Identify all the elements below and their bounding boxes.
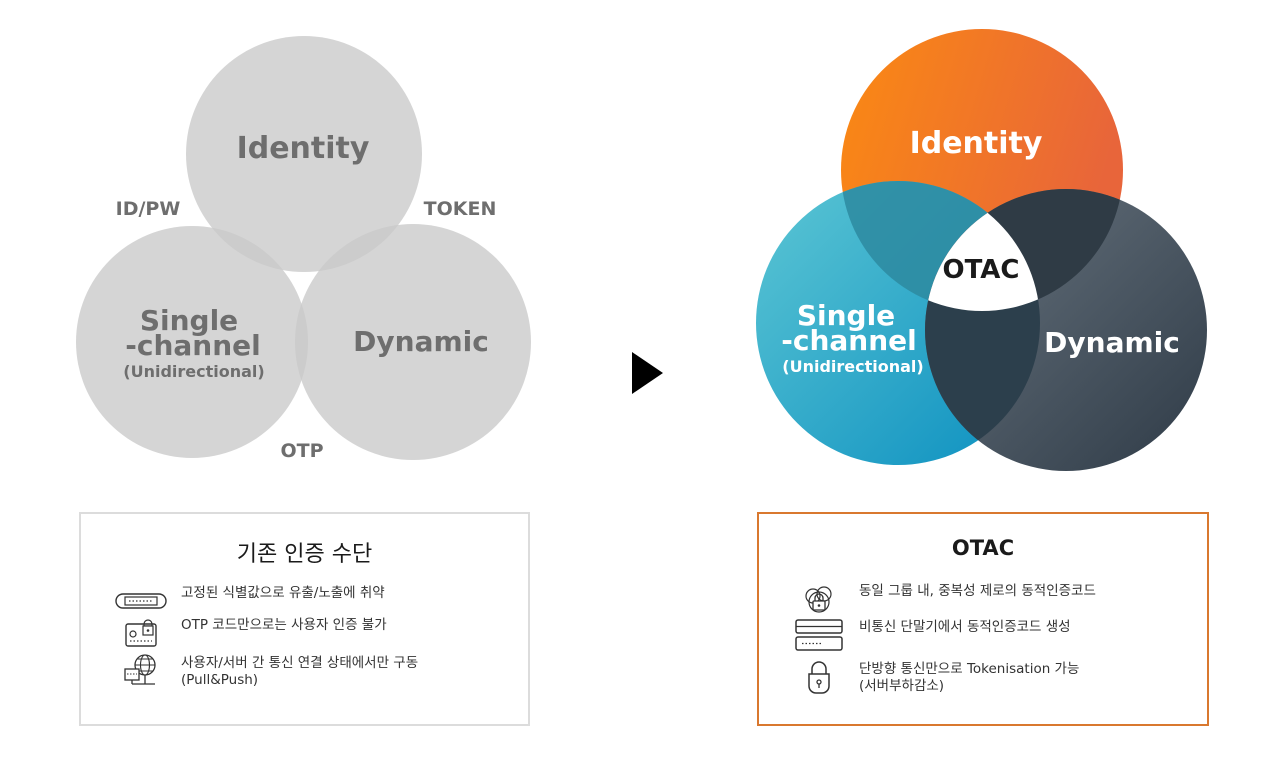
legacy-item-3-line1: 사용자/서버 간 통신 연결 상태에서만 구동 xyxy=(181,655,419,671)
legacy-single-label-line1: Single xyxy=(140,304,238,337)
right-arrow-icon xyxy=(632,352,663,394)
otac-item-1: 동일 그룹 내, 중복성 제로의 동적인증코드 xyxy=(791,582,1096,616)
otac-item-3: 단방향 통신만으로 Tokenisation 가능 (서버부하감소) xyxy=(791,660,1079,695)
legacy-item-3: 사용자/서버 간 통신 연결 상태에서만 구동 (Pull&Push) xyxy=(113,654,418,689)
legacy-item-2: OTP 코드만으로는 사용자 인증 불가 xyxy=(113,616,387,650)
legacy-identity-circle xyxy=(186,36,422,272)
usb-token-icon xyxy=(113,584,169,618)
legacy-identity-label: Identity xyxy=(237,131,370,166)
otac-single-label-line1: Single xyxy=(797,299,895,332)
padlock-icon xyxy=(791,660,847,694)
legacy-single-channel-circle xyxy=(76,226,308,458)
otac-box-title: OTAC xyxy=(951,536,1015,560)
legacy-idpw-label: ID/PW xyxy=(116,198,181,220)
legacy-token-label: TOKEN xyxy=(424,198,497,220)
otac-item-2: 비통신 단말기에서 동적인증코드 생성 xyxy=(791,618,1071,652)
legacy-dynamic-label: Dynamic xyxy=(353,325,489,358)
legacy-single-label-line2: -channel xyxy=(125,329,261,362)
otac-single-sublabel: (Unidirectional) xyxy=(782,357,923,376)
group-lock-icon xyxy=(791,582,847,616)
legacy-dynamic-circle xyxy=(295,224,531,460)
otac-identity-label: Identity xyxy=(910,126,1043,161)
otac-item-3-line1: 단방향 통신만으로 Tokenisation 가능 xyxy=(859,661,1080,677)
legacy-venn: Identity Single -channel (Unidirectional… xyxy=(76,36,531,462)
legacy-item-1: 고정된 식별값으로 유출/노출에 취약 xyxy=(113,584,385,618)
legacy-item-2-text: OTP 코드만으로는 사용자 인증 불가 xyxy=(181,617,387,633)
otac-item-2-text: 비통신 단말기에서 동적인증코드 생성 xyxy=(859,619,1071,635)
terminal-icon xyxy=(791,618,847,652)
legacy-methods-box: 기존 인증 수단 고정된 식별값으로 유출/노출에 취약 OTP 코드만으로는 … xyxy=(79,512,530,726)
otac-item-3-text: 단방향 통신만으로 Tokenisation 가능 (서버부하감소) xyxy=(859,660,1079,695)
otac-item-1-text: 동일 그룹 내, 중복성 제로의 동적인증코드 xyxy=(859,583,1096,599)
legacy-box-title: 기존 인증 수단 xyxy=(236,542,373,567)
otac-center-label: OTAC xyxy=(942,255,1019,285)
otac-venn: Identity OTAC Single -channel (Unidirect… xyxy=(756,29,1207,471)
otac-single-label-line2: -channel xyxy=(781,324,917,357)
legacy-item-3-line2: (Pull&Push) xyxy=(181,672,259,688)
legacy-item-3-text: 사용자/서버 간 통신 연결 상태에서만 구동 (Pull&Push) xyxy=(181,654,418,689)
otac-dynamic-label: Dynamic xyxy=(1044,326,1180,359)
otac-box: OTAC 동일 그룹 내, 중복성 제로의 동적인증코드 비통신 단말기에서 동… xyxy=(757,512,1209,726)
legacy-item-1-text: 고정된 식별값으로 유출/노출에 취약 xyxy=(181,585,385,601)
legacy-otp-label: OTP xyxy=(280,440,323,462)
venn-diagrams: Identity Single -channel (Unidirectional… xyxy=(76,29,1207,471)
legacy-single-sublabel: (Unidirectional) xyxy=(123,362,264,381)
network-computer-icon xyxy=(113,654,169,688)
otp-device-icon xyxy=(113,616,169,650)
otac-item-3-line2: (서버부하감소) xyxy=(859,678,945,694)
